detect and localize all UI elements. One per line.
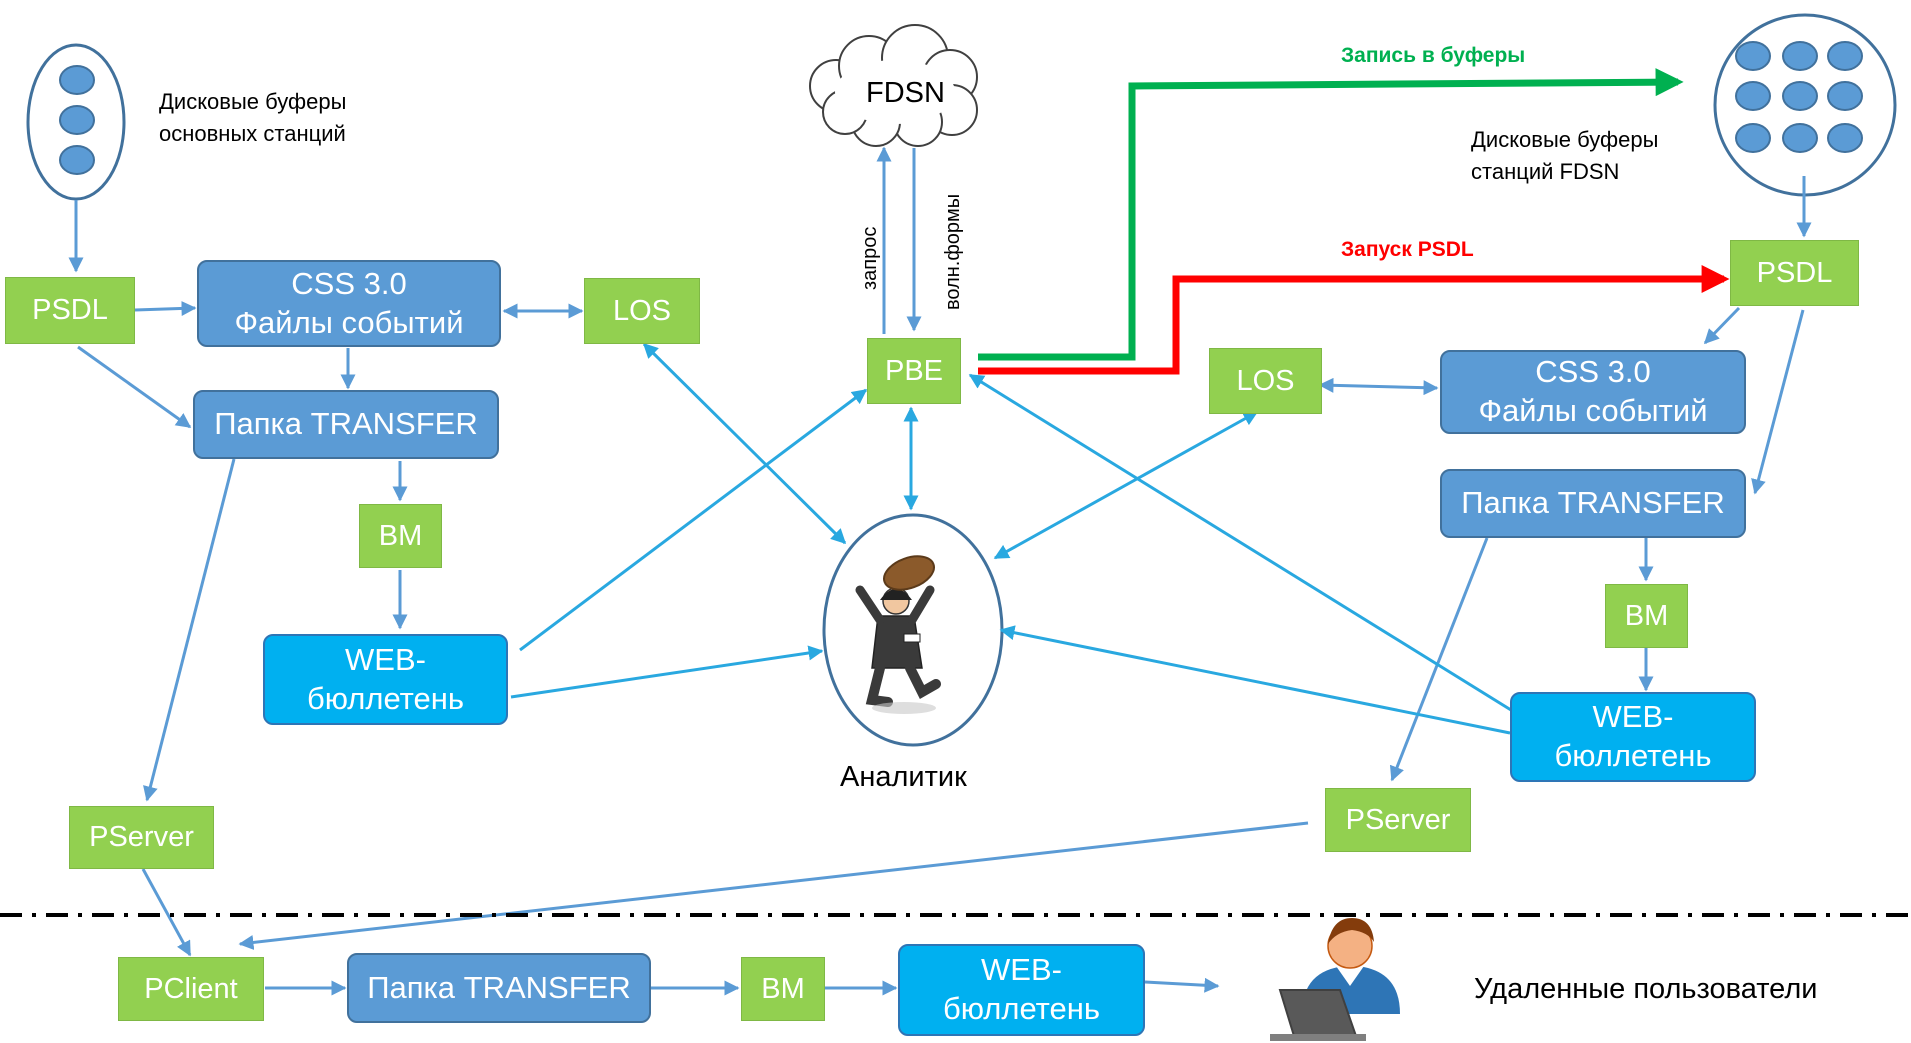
- write-buffers-label: Запись в буферы: [1341, 44, 1526, 67]
- route-run-psdl: [978, 265, 1730, 375]
- pclient-node: PClient: [118, 957, 264, 1021]
- pserver-left-label: PServer: [89, 821, 194, 854]
- web-left-line2: бюллетень: [306, 680, 465, 716]
- run-psdl-label: Запуск PSDL: [1341, 238, 1474, 261]
- pserver-right-label: PServer: [1345, 803, 1451, 836]
- transfer-bottom-label: Папка TRANSFER: [367, 969, 631, 1005]
- cloud-label: FDSN: [866, 77, 945, 109]
- psdl-left-label: PSDL: [32, 294, 108, 327]
- left-buffers-caption: Дисковые буферы основных станций: [159, 86, 346, 150]
- request-label: запрос: [859, 226, 881, 290]
- css-right-line2: Файлы событий: [1478, 393, 1708, 428]
- left-buffers-line2: основных станций: [159, 120, 346, 146]
- cyan-arrows: [510, 342, 1512, 735]
- fdsn-cloud: [809, 24, 978, 147]
- waveforms-label: волн.формы: [942, 193, 964, 310]
- analyst-node: [822, 513, 1004, 747]
- los-right-label: LOS: [1236, 364, 1295, 397]
- los-left-node: LOS: [584, 278, 700, 344]
- pbe-label: PBE: [884, 354, 944, 387]
- fdsn-buffers-line2: станций FDSN: [1471, 158, 1620, 184]
- transfer-bottom-node: Папка TRANSFER: [347, 953, 651, 1023]
- web-bottom-line1: WEB-: [981, 952, 1062, 988]
- web-left-node: WEB-бюллетень: [263, 634, 508, 725]
- css-left-line1: CSS 3.0: [291, 265, 407, 301]
- web-right-line1: WEB-: [1592, 699, 1674, 735]
- fdsn-buffers-line1: Дисковые буферы: [1471, 127, 1659, 152]
- bm-left-node: BM: [359, 504, 442, 568]
- left-buffers-line1: Дисковые буферы: [159, 89, 347, 114]
- blue-arrows: [68, 146, 1812, 996]
- los-left-label: LOS: [612, 294, 672, 327]
- bm-left-label: BM: [378, 519, 423, 552]
- left-disk-buffer: [26, 43, 126, 201]
- css-right-line1: CSS 3.0: [1535, 354, 1651, 390]
- web-left-line1: WEB-: [345, 641, 426, 677]
- web-right-line2: бюллетень: [1554, 738, 1712, 773]
- pclient-label: PClient: [144, 972, 238, 1005]
- web-bottom-line2: бюллетень: [942, 991, 1101, 1026]
- bm-right-label: BM: [1624, 599, 1669, 632]
- psdl-right-node: PSDL: [1730, 240, 1859, 306]
- los-right-node: LOS: [1209, 348, 1322, 414]
- pbe-node: PBE: [867, 338, 961, 404]
- pserver-right-node: PServer: [1325, 788, 1471, 852]
- psdl-left-node: PSDL: [5, 277, 135, 344]
- bm-bottom-label: BM: [761, 972, 805, 1005]
- bm-bottom-node: BM: [741, 957, 825, 1021]
- remote-users-label: Удаленные пользователи: [1474, 973, 1818, 1005]
- bm-right-node: BM: [1605, 584, 1688, 648]
- transfer-left-label: Папка TRANSFER: [214, 406, 478, 442]
- web-bottom-node: WEB-бюллетень: [898, 944, 1145, 1036]
- transfer-left-node: Папка TRANSFER: [193, 390, 499, 459]
- fdsn-disk-buffer: [1713, 13, 1897, 197]
- transfer-right-label: Папка TRANSFER: [1461, 485, 1725, 521]
- fdsn-buffers-caption: Дисковые буферы станций FDSN: [1471, 124, 1658, 188]
- remote-user-icon: [1270, 918, 1400, 1041]
- analyst-label: Аналитик: [840, 761, 967, 793]
- web-right-node: WEB-бюллетень: [1510, 692, 1756, 782]
- css-left-line2: Файлы событий: [234, 304, 464, 340]
- transfer-right-node: Папка TRANSFER: [1440, 469, 1746, 538]
- pserver-left-node: PServer: [69, 806, 214, 869]
- psdl-right-label: PSDL: [1756, 256, 1833, 289]
- route-write-buffers: [978, 68, 1684, 361]
